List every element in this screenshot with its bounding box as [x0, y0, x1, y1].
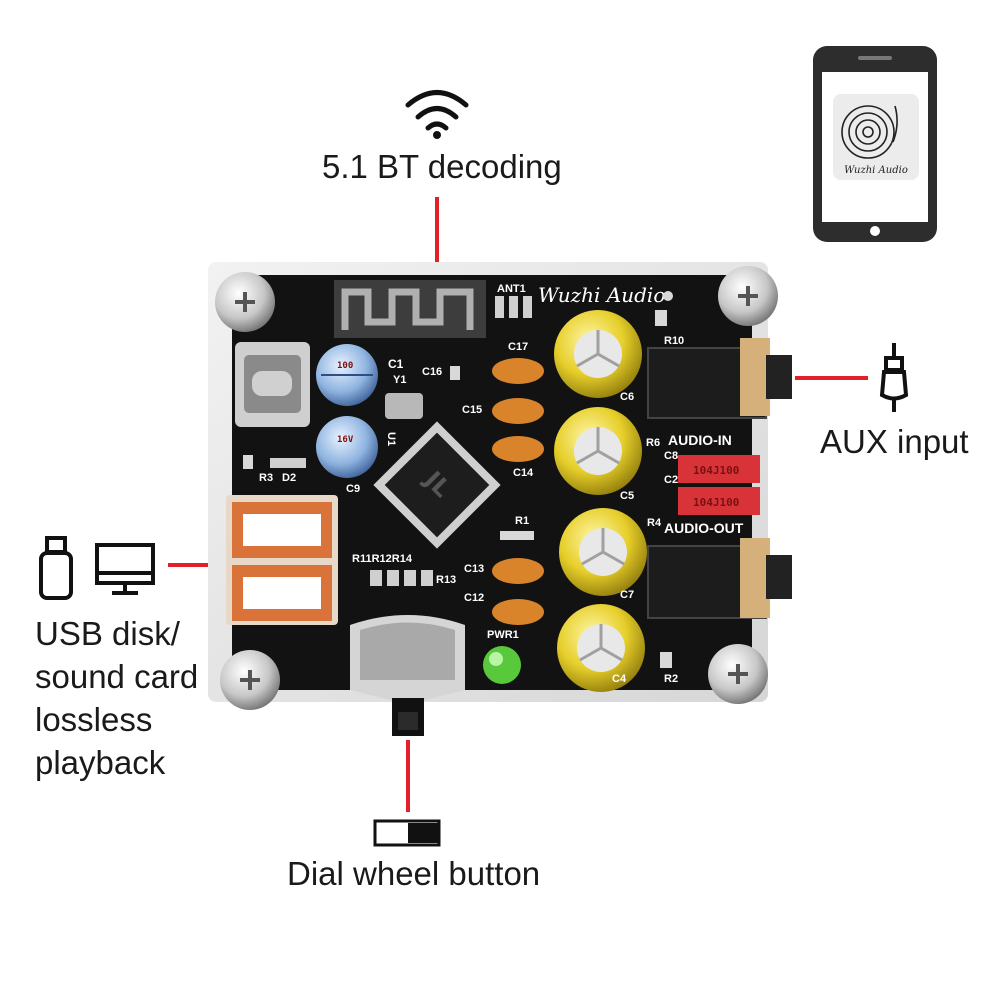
usb-playback-label: USB disk/ sound card lossless playback: [35, 612, 198, 784]
screws: [215, 266, 778, 710]
svg-text:C8: C8: [664, 450, 678, 462]
svg-text:AUDIO-IN: AUDIO-IN: [668, 432, 732, 448]
svg-text:C2: C2: [664, 474, 678, 486]
audio-in-jack: [647, 338, 792, 419]
silk-ant: ANT1: [497, 283, 526, 295]
main-chip: JL: [373, 421, 501, 549]
audio-out-jack: [647, 538, 792, 619]
crystal: [385, 393, 423, 419]
svg-text:PWR1: PWR1: [487, 629, 519, 641]
usb-label-line-4: playback: [35, 744, 166, 781]
toggle-switch-icon: [373, 819, 441, 847]
dial-wheel: [350, 615, 465, 736]
bt-decoding-label: 5.1 BT decoding: [322, 148, 562, 185]
svg-text:C13: C13: [464, 563, 484, 575]
dial-wheel-label: Dial wheel button: [287, 855, 541, 892]
blue-caps: 100 16V: [316, 344, 378, 478]
svg-text:C7: C7: [620, 589, 634, 601]
svg-text:U1: U1: [385, 432, 397, 446]
svg-text:R13: R13: [436, 574, 456, 586]
film-caps: 104J100 104J100: [678, 455, 760, 515]
audio-board: ANT1 Wuzhi Audio 100 16V: [208, 262, 792, 736]
wifi-icon: [405, 90, 469, 139]
svg-text:R6: R6: [646, 437, 660, 449]
svg-text:C9: C9: [346, 483, 360, 495]
svg-text:R2: R2: [664, 673, 678, 685]
pcb-antenna: [334, 280, 486, 338]
svg-text:C12: C12: [464, 592, 484, 604]
svg-text:C17: C17: [508, 341, 528, 353]
rca-plug-icon: [879, 343, 909, 412]
svg-text:R4: R4: [647, 517, 662, 529]
svg-text:C6: C6: [620, 391, 634, 403]
usb-a-port: [226, 495, 338, 625]
svg-text:R10: R10: [664, 335, 684, 347]
svg-text:C16: C16: [422, 366, 442, 378]
phone-icon: Wuzhi Audio: [813, 46, 937, 242]
usb-label-line-3: lossless: [35, 701, 153, 738]
board-brand: Wuzhi Audio: [538, 283, 665, 307]
aux-input-label: AUX input: [820, 423, 969, 460]
usb-c-port: [235, 342, 310, 427]
svg-text:D2: D2: [282, 472, 296, 484]
svg-text:100: 100: [337, 361, 353, 371]
monitor-icon: [95, 543, 155, 595]
gold-caps: [554, 310, 647, 692]
svg-text:R1: R1: [515, 515, 529, 527]
usb-stick-icon: [39, 536, 73, 600]
ceramic-caps: [492, 358, 544, 625]
svg-text:C1: C1: [388, 357, 404, 371]
svg-text:C4: C4: [612, 673, 627, 685]
svg-text:104J100: 104J100: [693, 496, 739, 509]
svg-text:R3: R3: [259, 472, 273, 484]
svg-text:104J100: 104J100: [693, 464, 739, 477]
usb-label-line-2: sound card: [35, 658, 199, 695]
svg-text:C5: C5: [620, 490, 634, 502]
svg-text:16V: 16V: [337, 435, 354, 445]
svg-text:C15: C15: [462, 404, 482, 416]
svg-text:R11R12R14: R11R12R14: [352, 553, 413, 565]
usb-label-line-1: USB disk/: [35, 615, 180, 652]
phone-logo-text: Wuzhi Audio: [844, 165, 908, 176]
svg-text:Y1: Y1: [393, 374, 406, 386]
svg-text:AUDIO-OUT: AUDIO-OUT: [664, 520, 744, 536]
svg-text:C14: C14: [513, 467, 534, 479]
